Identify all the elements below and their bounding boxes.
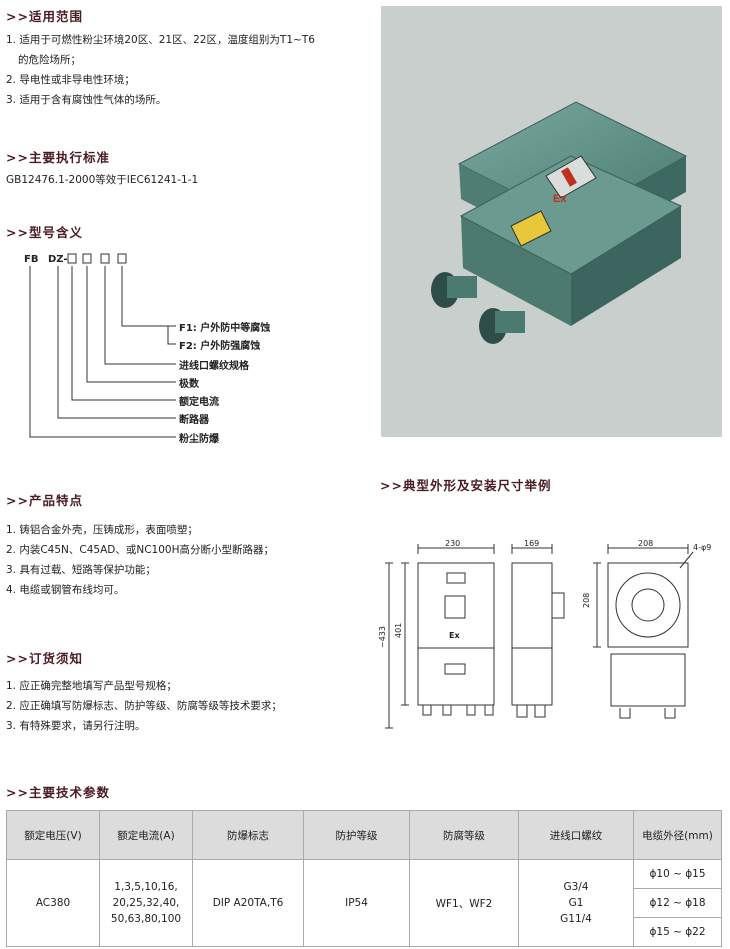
thread-line: G3/4 <box>563 881 589 893</box>
params-table: 额定电压(V) 额定电流(A) 防爆标志 防护等级 防腐等级 进线口螺纹 电缆外… <box>6 810 722 947</box>
model-code-mid: DZ- <box>48 254 68 265</box>
model-label-dustproof: 粉尘防爆 <box>179 434 219 445</box>
product-photo: Ex <box>381 6 722 437</box>
enclosure-illustration: Ex <box>431 101 688 344</box>
dim-depth: 169 <box>524 539 539 548</box>
dim-height-rear: 208 <box>582 593 591 608</box>
cell-cable-od: ϕ10 ~ ϕ15 <box>633 859 722 889</box>
current-line: 50,63,80,100 <box>110 913 182 925</box>
dimension-drawing: 230 169 208 4-φ9 208 ~433 401 Ex <box>378 539 711 729</box>
list-item: 2. 导电性或非导电性环境； <box>6 74 135 86</box>
slot-box <box>67 253 77 264</box>
table-row: ϕ15 ~ ϕ22 <box>7 917 722 947</box>
model-label-f1: F1: 户外防中等腐蚀 <box>179 323 271 334</box>
scope-list: 1. 适用于可燃性粉尘环境20区、21区、22区，温度组别为T1~T6 的危险场… <box>6 30 315 110</box>
header-cell: 电缆外径(mm) <box>633 810 722 860</box>
list-item: 1. 适用于可燃性粉尘环境20区、21区、22区，温度组别为T1~T6 <box>6 34 315 46</box>
cell-cable-od: ϕ12 ~ ϕ18 <box>633 888 722 918</box>
list-item: 3. 具有过载、短路等保护功能； <box>6 564 156 576</box>
list-item: 1. 应正确完整地填写产品型号规格； <box>6 680 177 692</box>
cell-anticorrosion: WF1、WF2 <box>409 859 519 947</box>
dim-width-front: 230 <box>445 539 460 548</box>
list-item: 2. 内装C45N、C45AD、或NC100H高分断小型断路器； <box>6 544 274 556</box>
thread-line: G1 <box>568 897 584 909</box>
header-cell: 防爆标志 <box>192 810 304 860</box>
features-list: 1. 铸铝合金外壳，压铸成形，表面喷塑； 2. 内装C45N、C45AD、或NC… <box>6 520 274 600</box>
model-label-current: 额定电流 <box>179 397 219 408</box>
standard-title: >>主要执行标准 <box>6 150 110 165</box>
cell-cable-od: ϕ15 ~ ϕ22 <box>633 917 722 947</box>
dim-width-rear: 208 <box>638 539 653 548</box>
slot-box <box>100 253 110 264</box>
list-item: 1. 铸铝合金外壳，压铸成形，表面喷塑； <box>6 524 198 536</box>
header-cell: 防腐等级 <box>409 810 519 860</box>
dim-body-height: 401 <box>394 623 403 638</box>
list-item: 的危险场所； <box>18 54 81 66</box>
model-label-breaker: 断路器 <box>179 415 209 426</box>
slot-box <box>82 253 92 264</box>
ex-logo: Ex <box>553 193 567 205</box>
model-code-prefix: FB <box>24 254 39 265</box>
standard-text: GB12476.1-2000等效于IEC61241-1-1 <box>6 174 199 186</box>
current-line: 1,3,5,10,16, <box>114 881 178 893</box>
cell-ex-marking: DIP A20TA,T6 <box>192 859 304 947</box>
list-item: 2. 应正确填写防爆标志、防护等级、防腐等级等技术要求； <box>6 700 282 712</box>
table-header-row: 额定电压(V) 额定电流(A) 防爆标志 防护等级 防腐等级 进线口螺纹 电缆外… <box>6 810 722 860</box>
cell-voltage: AC380 <box>6 859 100 947</box>
header-cell: 进线口螺纹 <box>518 810 634 860</box>
features-title: >>产品特点 <box>6 493 83 508</box>
header-cell: 防护等级 <box>303 810 410 860</box>
ordering-list: 1. 应正确完整地填写产品型号规格； 2. 应正确填写防爆标志、防护等级、防腐等… <box>6 676 282 736</box>
header-cell: 额定电流(A) <box>99 810 193 860</box>
list-item: 3. 有特殊要求，请另行注明。 <box>6 720 146 732</box>
dimensions-title: >>典型外形及安装尺寸举例 <box>380 478 552 493</box>
ex-mark: Ex <box>449 631 460 640</box>
model-title: >>型号含义 <box>6 225 83 240</box>
table-row: AC380 1,3,5,10,16, 20,25,32,40, 50,63,80… <box>6 859 722 947</box>
dim-holes: 4-φ9 <box>693 543 711 552</box>
cell-threads: G3/4 G1 G11/4 <box>518 859 634 947</box>
model-label-f2: F2: 户外防强腐蚀 <box>179 341 261 352</box>
params-title: >>主要技术参数 <box>6 785 110 800</box>
thread-line: G11/4 <box>560 913 592 925</box>
list-item: 4. 电缆或钢管布线均可。 <box>6 584 125 596</box>
cell-current: 1,3,5,10,16, 20,25,32,40, 50,63,80,100 <box>99 859 193 947</box>
dim-total-height: ~433 <box>378 626 387 648</box>
scope-title: >>适用范围 <box>6 9 83 24</box>
cell-ip: IP54 <box>303 859 410 947</box>
model-diagram <box>29 253 176 438</box>
model-label-poles: 极数 <box>179 379 199 390</box>
current-line: 20,25,32,40, <box>112 897 180 909</box>
ordering-title: >>订货须知 <box>6 651 83 666</box>
header-cell: 额定电压(V) <box>6 810 100 860</box>
model-label-thread: 进线口螺纹规格 <box>179 361 249 372</box>
slot-box <box>117 253 127 264</box>
list-item: 3. 适用于含有腐蚀性气体的场所。 <box>6 94 167 106</box>
